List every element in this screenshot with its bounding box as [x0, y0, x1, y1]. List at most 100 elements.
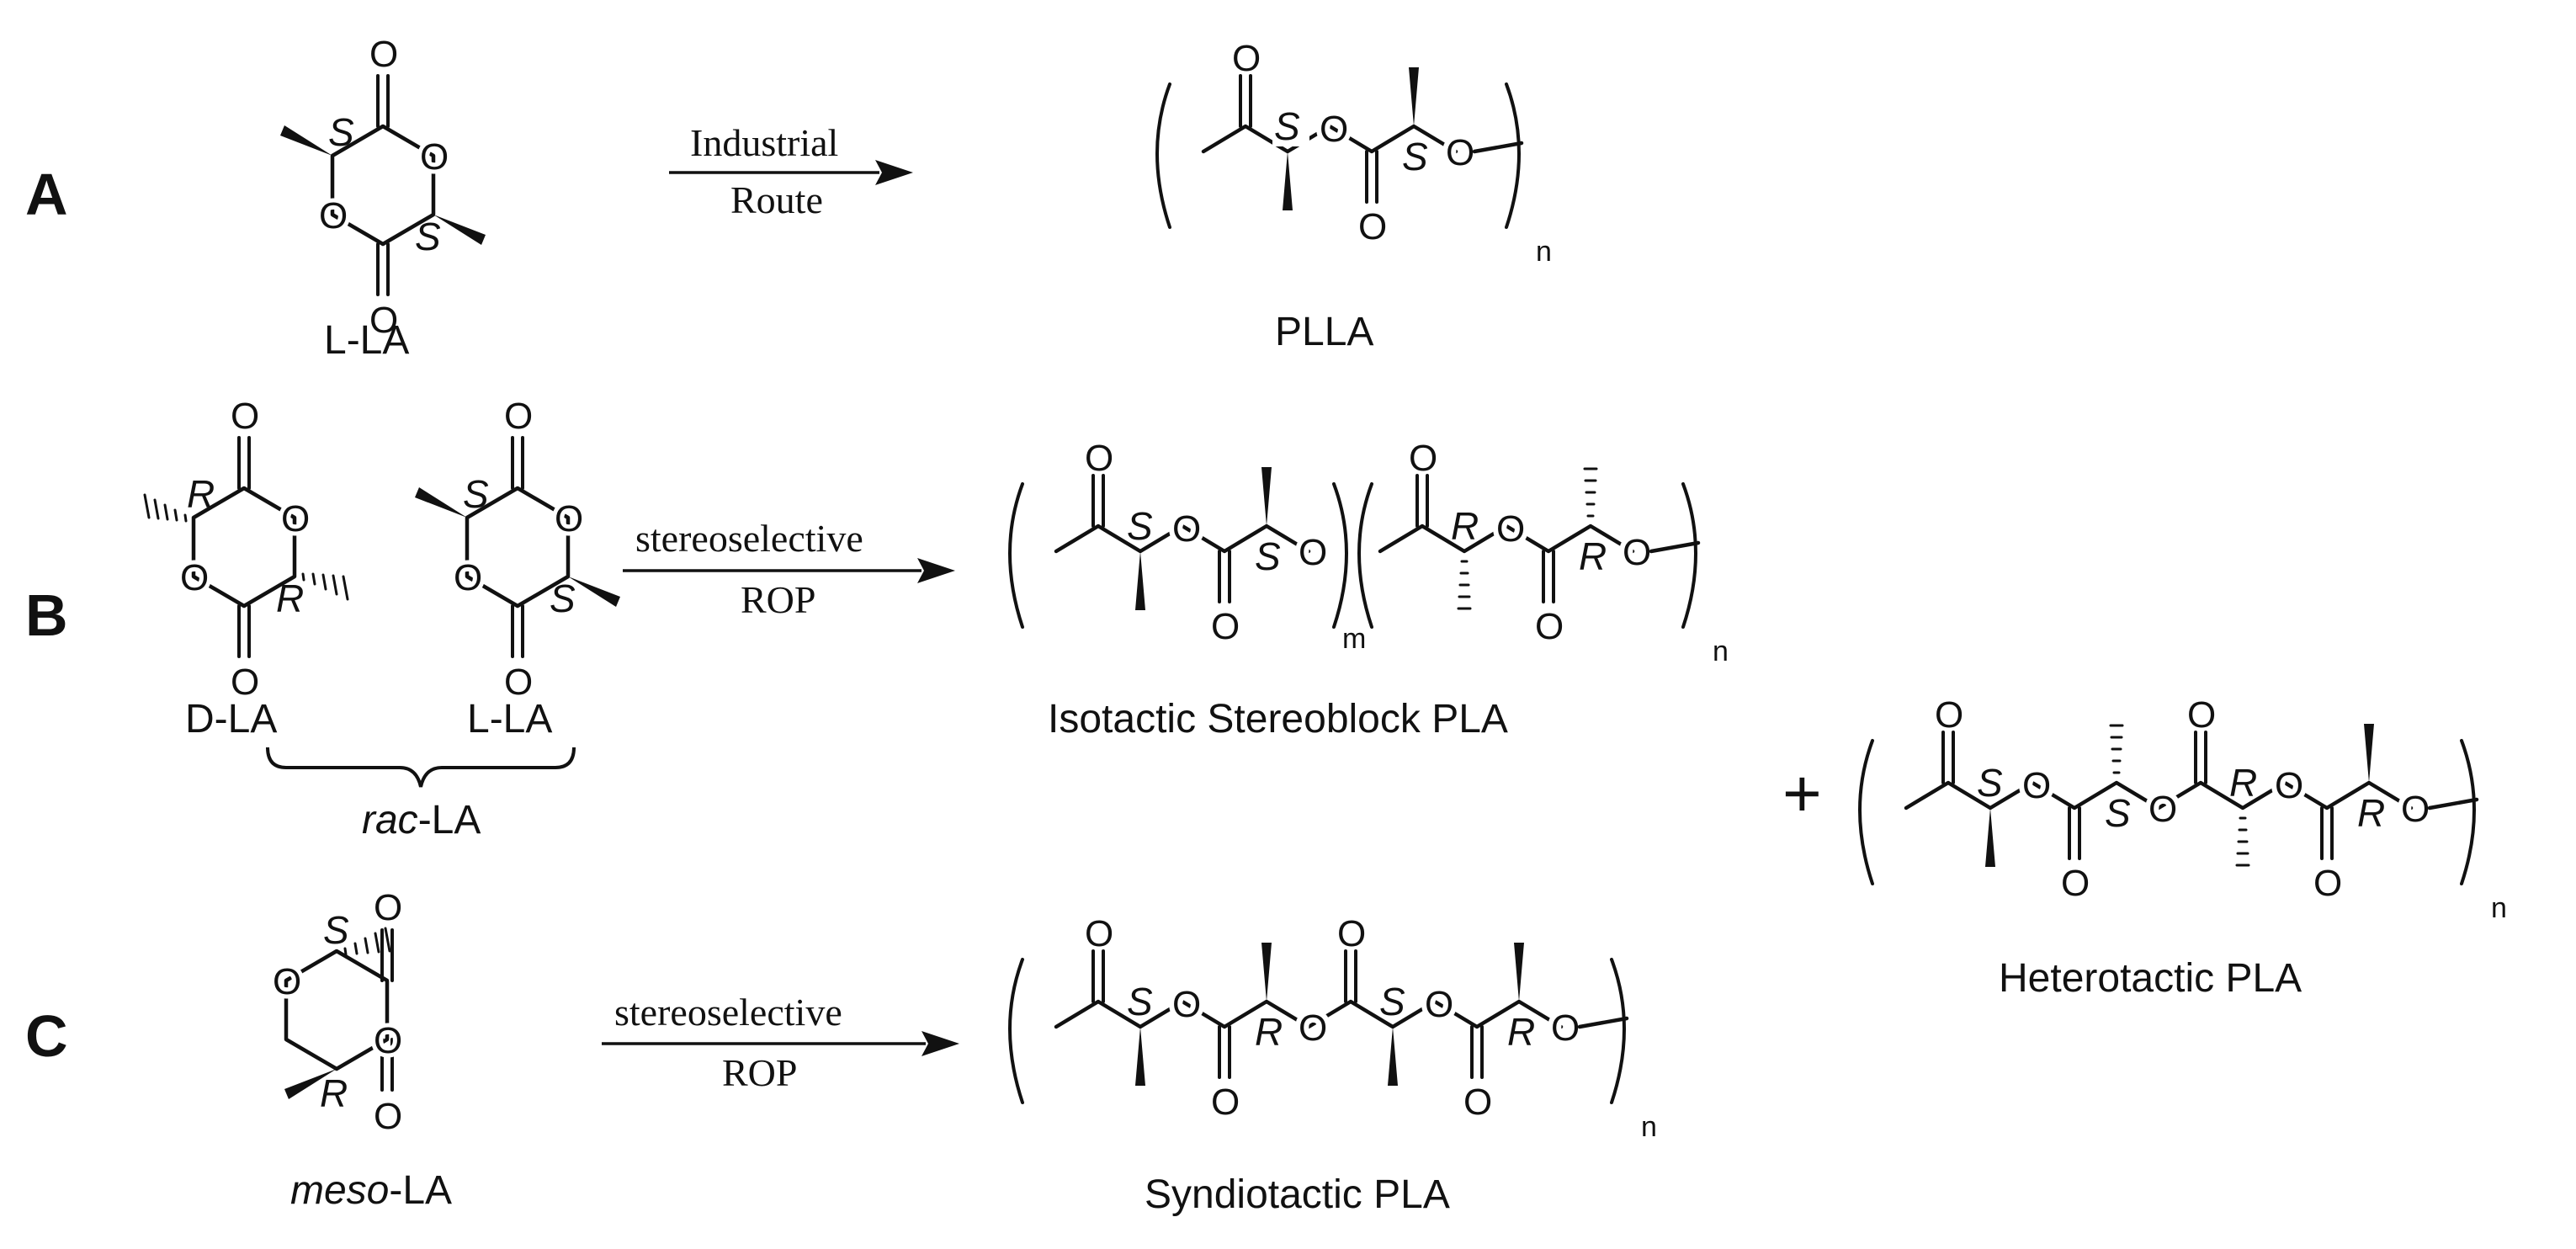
- heterotactic-pla-label: Heterotactic PLA: [1999, 956, 2302, 1001]
- meso-la-label: meso-LA: [290, 1168, 452, 1213]
- stereo-s-label: S: [1127, 504, 1153, 548]
- carbonyl-oxygen-label: O: [1358, 206, 1387, 247]
- carbonyl-oxygen-label: O: [1409, 438, 1437, 479]
- plus-sign: +: [1782, 756, 1822, 831]
- carbonyl-oxygen-label: O: [2313, 863, 2342, 904]
- oxygen-label: O: [231, 662, 259, 703]
- meso-lactide-structure: O O O O S R: [268, 887, 406, 1137]
- ester-oxygen-label: O: [1425, 984, 1453, 1025]
- carbonyl-oxygen-label: O: [2187, 694, 2216, 736]
- carbonyl-oxygen-label: O: [1337, 913, 1366, 954]
- panel-c-letter: C: [25, 1003, 68, 1069]
- carbonyl-oxygen-label: O: [1535, 606, 1564, 647]
- ester-oxygen-label: O: [1172, 984, 1201, 1025]
- subscript-n: n: [1713, 635, 1729, 667]
- carbonyl-oxygen-label: O: [1463, 1082, 1492, 1123]
- isotactic-stereoblock-pla-structure: O O O O S S m O O O O R R n: [1008, 438, 1729, 667]
- carbonyl-oxygen-label: O: [1211, 606, 1240, 647]
- l-la-label: L-LA: [467, 697, 552, 741]
- stereo-r-label: R: [2229, 761, 2257, 805]
- subscript-n: n: [1536, 236, 1552, 268]
- stereo-r-label: R: [2357, 791, 2385, 835]
- stereo-r-label: R: [1451, 504, 1479, 548]
- panel-a-letter: A: [25, 162, 68, 227]
- d-la-label: D-LA: [185, 697, 277, 741]
- stereo-s-label: S: [1379, 980, 1405, 1023]
- subscript-n: n: [1641, 1111, 1657, 1143]
- carbonyl-oxygen-label: O: [2061, 863, 2090, 904]
- panel-b-letter: B: [25, 582, 68, 648]
- stereo-s-label: S: [1127, 980, 1153, 1023]
- syndiotactic-pla-structure: O O O O O O O O S R S R n: [1008, 913, 1657, 1143]
- ester-oxygen-label: O: [2275, 765, 2303, 806]
- oxygen-label: O: [374, 1096, 402, 1137]
- ring-oxygen-label: O: [420, 136, 449, 178]
- d-lactide-structure: O O O O R R: [145, 396, 348, 703]
- stereo-s-label: S: [1977, 761, 2003, 805]
- oxygen-label: O: [504, 396, 533, 437]
- arrow-label-bottom: Route: [730, 178, 823, 221]
- arrow-label-bottom: ROP: [741, 578, 815, 621]
- ester-oxygen-label: O: [1299, 532, 1327, 573]
- stereo-s-label: S: [550, 577, 576, 620]
- ring-oxygen-label: O: [273, 961, 301, 1002]
- stereo-s-label: S: [415, 215, 441, 258]
- stereo-s-label: S: [1274, 104, 1300, 148]
- oxygen-label: O: [231, 396, 259, 437]
- ester-oxygen-label: O: [2401, 789, 2430, 830]
- panel-c: C O O O O S R meso-LA stereoselective RO…: [25, 887, 1657, 1217]
- stereo-s-label: S: [328, 110, 354, 154]
- ester-oxygen-label: O: [1496, 508, 1525, 550]
- l-lactide-structure-a: O O O O S S: [280, 34, 486, 341]
- arrow-label-top: Industrial: [690, 121, 838, 164]
- stereo-s-label: S: [323, 908, 349, 952]
- ring-oxygen-label: O: [319, 195, 348, 237]
- oxygen-label: O: [504, 662, 533, 703]
- ring-oxygen-label: O: [281, 498, 310, 539]
- plla-label: PLLA: [1275, 310, 1373, 354]
- ester-oxygen-label: O: [1299, 1007, 1327, 1049]
- ring-oxygen-label: O: [180, 557, 209, 598]
- arrow-label-top: stereoselective: [635, 517, 863, 560]
- ester-oxygen-label: O: [1446, 132, 1474, 173]
- stereo-s-label: S: [1255, 534, 1281, 578]
- ester-oxygen-label: O: [2148, 789, 2177, 830]
- ester-oxygen-label: O: [1172, 508, 1201, 550]
- syndiotactic-pla-label: Syndiotactic PLA: [1145, 1172, 1450, 1217]
- stereo-r-label: R: [1579, 534, 1607, 578]
- rac-la-label: rac-LA: [362, 798, 481, 842]
- ester-oxygen-label: O: [2022, 765, 2051, 806]
- heterotactic-product: + O O O O O: [1782, 694, 2507, 1001]
- carbonyl-oxygen-label: O: [1085, 913, 1113, 954]
- stereo-s-label: S: [1402, 135, 1428, 178]
- stereo-s-label: S: [463, 472, 489, 516]
- subscript-n: n: [2491, 892, 2507, 924]
- ester-oxygen-label: O: [1320, 109, 1348, 150]
- oxygen-label: O: [369, 34, 398, 75]
- oxygen-label: O: [369, 300, 398, 341]
- ring-oxygen-label: O: [454, 557, 482, 598]
- l-lactide-structure-b: O O O O S S: [415, 396, 620, 703]
- stereo-r-label: R: [1507, 1010, 1535, 1054]
- arrow-industrial-route: Industrial Route: [669, 121, 913, 221]
- oxygen-label: O: [374, 887, 402, 928]
- panel-a: A O O O O S S L-LA Industrial Route O O …: [25, 34, 1552, 363]
- subscript-m: m: [1342, 623, 1366, 655]
- isotactic-stereoblock-pla-label: Isotactic Stereoblock PLA: [1048, 697, 1508, 741]
- carbonyl-oxygen-label: O: [1085, 438, 1113, 479]
- ester-oxygen-label: O: [1551, 1007, 1580, 1049]
- arrow-label-bottom: ROP: [722, 1051, 797, 1094]
- stereo-r-label: R: [1255, 1010, 1283, 1054]
- carbonyl-oxygen-label: O: [1935, 694, 1963, 736]
- arrow-stereoselective-rop-c: stereoselective ROP: [602, 991, 959, 1094]
- ester-oxygen-label: O: [1623, 532, 1651, 573]
- stereo-r-label: R: [276, 577, 304, 620]
- plla-structure: O O O O S S n: [1155, 38, 1552, 268]
- stereo-r-label: R: [320, 1071, 348, 1115]
- stereo-r-label: R: [187, 472, 215, 516]
- rac-brace: [266, 747, 576, 788]
- ring-oxygen-label: O: [374, 1020, 402, 1061]
- carbonyl-oxygen-label: O: [1232, 38, 1261, 79]
- carbonyl-oxygen-label: O: [1211, 1082, 1240, 1123]
